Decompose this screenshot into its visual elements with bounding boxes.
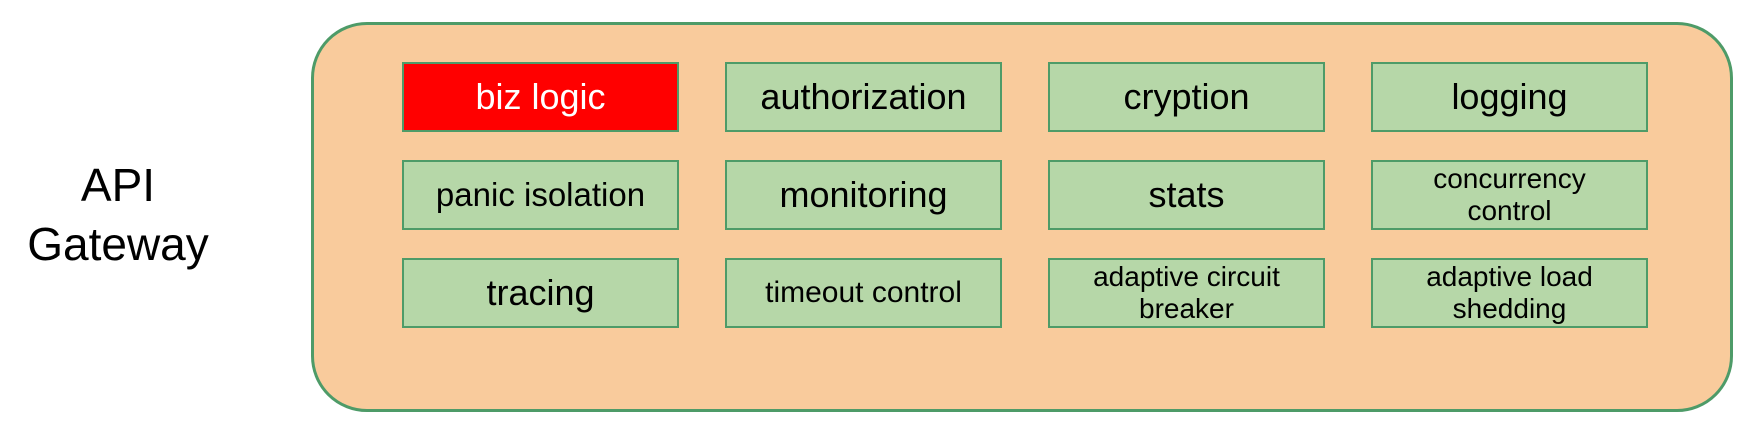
- module-box-adaptive-load-shedding: adaptive load shedding: [1371, 258, 1648, 328]
- module-box-concurrency-control: concurrency control: [1371, 160, 1648, 230]
- gateway-container: biz logic authorization cryption logging…: [311, 22, 1733, 412]
- module-box-adaptive-circuit-breaker: adaptive circuit breaker: [1048, 258, 1325, 328]
- module-box-panic-isolation: panic isolation: [402, 160, 679, 230]
- module-box-authorization: authorization: [725, 62, 1002, 132]
- module-grid: biz logic authorization cryption logging…: [402, 62, 1648, 328]
- module-box-cryption: cryption: [1048, 62, 1325, 132]
- module-box-tracing: tracing: [402, 258, 679, 328]
- module-box-monitoring: monitoring: [725, 160, 1002, 230]
- module-box-biz-logic: biz logic: [402, 62, 679, 132]
- module-box-timeout-control: timeout control: [725, 258, 1002, 328]
- module-box-logging: logging: [1371, 62, 1648, 132]
- api-gateway-label: API Gateway: [27, 159, 209, 270]
- module-box-stats: stats: [1048, 160, 1325, 230]
